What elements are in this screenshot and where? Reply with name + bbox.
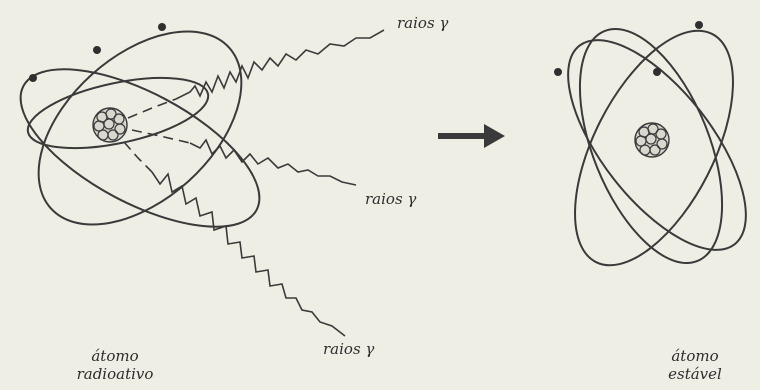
radioactive-atom-caption: átomo radioativo: [70, 347, 160, 383]
electron: [554, 68, 562, 76]
radioactive-atom: [0, 0, 282, 262]
transition-arrow-icon: [438, 124, 505, 148]
gamma-ray-top: [128, 30, 384, 118]
electron: [93, 46, 101, 54]
radioactive-nucleus-icon: [93, 108, 127, 142]
gamma-ray-label-top: raios γ: [397, 14, 448, 32]
electron: [29, 74, 37, 82]
electron: [695, 21, 703, 29]
radioactive-atom-caption-line2: radioativo: [70, 365, 160, 383]
stable-atom-caption: átomo estável: [650, 347, 740, 383]
stable-atom-caption-line1: átomo: [650, 347, 740, 365]
gamma-ray-label-bottom: raios γ: [323, 340, 374, 358]
stable-nucleus-icon: [635, 123, 669, 157]
electron: [653, 68, 661, 76]
electron: [158, 23, 166, 31]
gamma-ray-bottom: [124, 142, 345, 336]
stable-atom-caption-line2: estável: [650, 365, 740, 383]
radioactive-atom-caption-line1: átomo: [70, 347, 160, 365]
gamma-ray-label-middle: raios γ: [365, 190, 416, 208]
